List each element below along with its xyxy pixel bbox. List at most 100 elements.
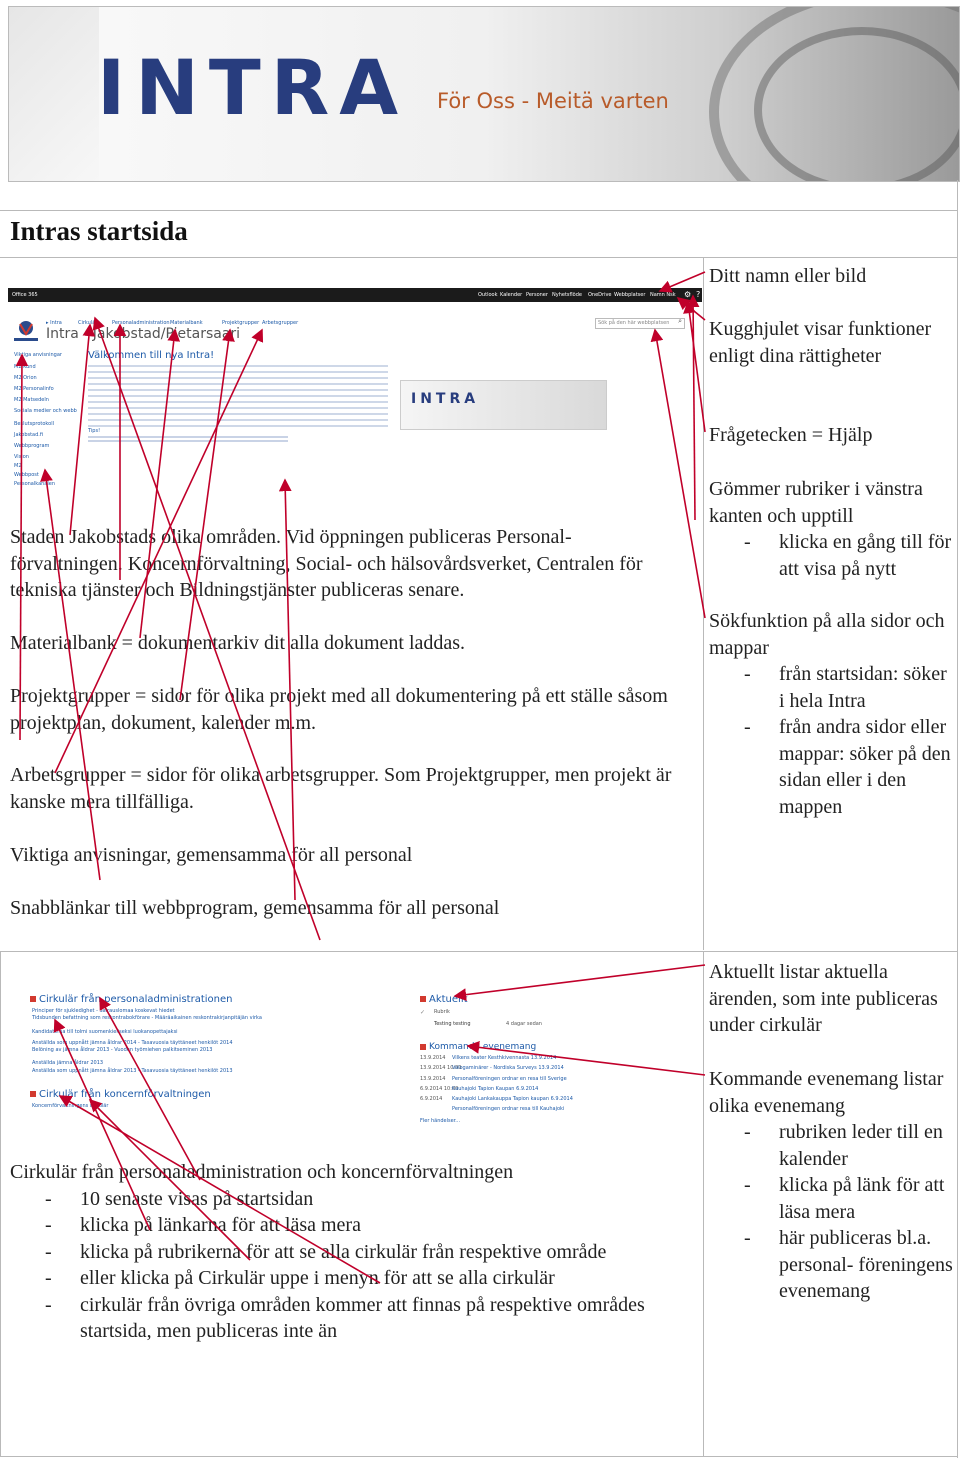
top-link-personer[interactable]: Personer — [526, 292, 548, 298]
tips-label: Tips! — [88, 428, 101, 434]
top-link-kalender[interactable]: Kalender — [500, 292, 523, 298]
left-nav-item[interactable]: Personalkanalen — [14, 481, 55, 487]
cirk-kon-icon — [30, 1091, 36, 1098]
arrow-name — [658, 271, 706, 293]
intra-logo: INTRA — [97, 43, 409, 132]
cirk-pers-icon — [30, 996, 36, 1002]
section-title: Intras startsida — [10, 216, 188, 246]
arrow-cirk-kon — [88, 1098, 251, 1261]
divider — [703, 952, 704, 1456]
arrow-arbets — [54, 328, 264, 774]
left-nav-item[interactable]: Jakobstad.fi — [14, 432, 44, 438]
paragraph-arbetsgrupper: Arbetsgrupper = sidor för olika arbetsgr… — [10, 764, 672, 813]
nav-materialbank[interactable]: Materialbank — [170, 320, 203, 326]
banner-cross-image — [9, 7, 99, 181]
note-hide-list: klicka en gång till för att visa på nytt — [709, 529, 954, 582]
top-link-onedrive[interactable]: OneDrive — [588, 292, 612, 298]
left-nav-item[interactable]: Webbprogram — [14, 443, 50, 449]
user-name[interactable]: Namn Nsk — [650, 292, 676, 298]
nav-personaladministration[interactable]: Personaladministration — [112, 320, 170, 326]
divider — [957, 180, 958, 1458]
left-nav-item[interactable]: M2 Personalinfo — [14, 386, 54, 392]
note-search-title: Sökfunktion på alla sidor och mappar — [709, 610, 945, 659]
note-question: Frågetecken = Hjälp — [709, 424, 873, 446]
intra-banner: INTRA För Oss - Meitä varten — [8, 6, 960, 182]
cirk-pers-title[interactable]: Cirkulär från personaladministrationen — [30, 994, 262, 1005]
note-events: Kommande evenemang listar olika eveneman… — [709, 1066, 954, 1305]
cirk-bullet: klicka på rubrikerna för att se alla cir… — [10, 1239, 700, 1266]
cirk-pers-row[interactable]: Kandidaterna till tolmi suomenkieliseksi… — [32, 1028, 178, 1035]
arrow-projekt — [179, 328, 235, 701]
nav-intra[interactable]: ▸ Intra — [46, 320, 62, 326]
left-nav-item[interactable]: Webbpost — [14, 472, 39, 478]
note-search-list: från startsidan: söker i hela Intra från… — [709, 661, 954, 820]
cirk-pers-row[interactable]: Anställda som uppnått jämna åldrar 2013 … — [32, 1067, 233, 1074]
arrow-cirk-menu — [58, 1095, 381, 1284]
left-nav-item[interactable]: Beslutsprotokoll — [14, 421, 54, 427]
nav-arbetsgrupper[interactable]: Arbetsgrupper — [262, 320, 299, 326]
cirk-pers-row[interactable]: Tidsbunden befattning som reskontrabokfö… — [32, 1015, 262, 1022]
event-row[interactable]: 6.9.2014 10:00Kauhajoki Tapion Kaupan 6.… — [420, 1085, 539, 1092]
divider — [703, 258, 704, 950]
check-icon[interactable]: ✓ — [420, 1010, 426, 1016]
left-nav-item[interactable]: M2 Orion — [14, 375, 37, 381]
note-hide-title: Gömmer rubriker i vänstra kanten och upp… — [709, 478, 923, 527]
cirk-pers-row[interactable]: Anställda jämna åldrar 2013 — [32, 1060, 104, 1067]
paragraph-snabblankar: Snabblänkar till webbprogram, gemensamma… — [10, 897, 500, 919]
cirk-pers-row[interactable]: Anställda som uppnått jämna åldrar 2014 … — [32, 1039, 233, 1046]
arrow-aktuellt — [453, 964, 706, 1001]
cirk-description-title: Cirkulär från personaladministration och… — [10, 1161, 514, 1183]
divider — [0, 952, 1, 1457]
arrow-areas-1 — [69, 323, 96, 536]
note-aktuellt: Aktuellt listar aktuella ärenden, som in… — [709, 961, 938, 1036]
more-events-link[interactable]: Fler händelser... — [420, 1117, 461, 1124]
left-nav-item[interactable]: M2 — [14, 463, 22, 469]
arrow-hide — [686, 294, 700, 521]
cirk-kon-title[interactable]: Cirkulär från koncernförvaltningen — [30, 1089, 262, 1100]
paragraph-anvisningar: Viktiga anvisningar, gemensamma för all … — [10, 844, 413, 866]
top-link-outlook[interactable]: Outlook — [478, 292, 498, 298]
top-link-nyhetsflode[interactable]: Nyhetsflöde — [552, 292, 582, 298]
search-placeholder: Sök på den här webbplatsen — [598, 320, 670, 326]
left-nav-item[interactable]: Viktiga anvisningar — [14, 352, 62, 358]
intra-tile-image: INTRA — [400, 380, 607, 430]
cirk-bullet: cirkulär från övriga områden kommer att … — [10, 1292, 700, 1345]
divider — [0, 257, 958, 258]
banner-clock-image — [709, 7, 959, 181]
top-link-webbplatser[interactable]: Webbplatser — [614, 292, 646, 298]
note-hide: Gömmer rubriker i vänstra kanten och upp… — [709, 476, 954, 582]
event-row[interactable]: Personalföreningen ordnar resa till Kauh… — [452, 1106, 565, 1113]
aktuellt-item[interactable]: Testing testing — [434, 1021, 471, 1027]
paragraph-materialbank: Materialbank = dokumentarkiv dit alla do… — [10, 632, 466, 654]
left-nav-item[interactable]: Sociala medier och webb — [14, 408, 77, 414]
arrow-anvisningar — [15, 353, 29, 741]
note-events-title: Kommande evenemang listar olika eveneman… — [709, 1068, 944, 1117]
office365-label: Office 365 — [12, 292, 38, 298]
search-icon[interactable]: ⌕ — [678, 317, 682, 325]
cirk-pers-row[interactable]: Belöning av jämna åldrar 2013 - Vuoden t… — [32, 1047, 213, 1054]
cirk-pers-row[interactable]: Principer för sjukledighet - Sairausloma… — [32, 1008, 175, 1014]
aktuellt-title[interactable]: Aktuellt — [420, 994, 610, 1005]
search-input[interactable]: Sök på den här webbplatsen ⌕ — [595, 317, 685, 329]
arrow-cirk-title — [99, 996, 201, 1181]
cirk-bullet: eller klicka på Cirkulär uppe i menyn fö… — [10, 1265, 700, 1292]
arrow-snabb — [40, 468, 101, 881]
welcome-heading: Välkommen till nya Intra! — [88, 350, 215, 361]
arrow-gear — [676, 296, 706, 321]
nav-projektgrupper[interactable]: Projektgrupper — [222, 320, 260, 326]
tile-logo: INTRA — [411, 391, 480, 407]
arrow-materialbank — [139, 328, 181, 639]
note-events-bullet: rubriken leder till en kalender — [709, 1119, 954, 1172]
note-search: Sökfunktion på alla sidor och mappar frå… — [709, 608, 954, 820]
divider — [0, 951, 958, 952]
event-row[interactable]: 13.9.2014 10:00Valogaminärer - Nordiska … — [420, 1065, 564, 1072]
left-nav-item[interactable]: M2 Kund — [14, 364, 36, 370]
nav-cirkular[interactable]: Cirkulär — [78, 320, 98, 326]
jakobstad-logo — [12, 318, 40, 344]
left-nav-item[interactable]: M2 Matsedeln — [14, 397, 49, 403]
banner-clock-inner-image — [754, 27, 959, 181]
